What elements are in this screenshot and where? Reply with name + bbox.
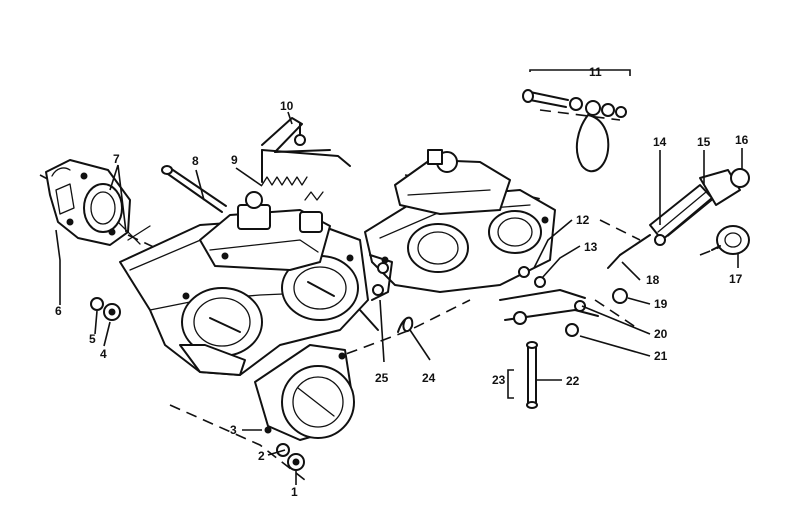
callout-25: 25 [375, 371, 389, 385]
intake-flange-6 [45, 159, 151, 246]
callout-16: 16 [735, 133, 749, 147]
callout-14: 14 [653, 135, 667, 149]
end-cap-17 [711, 225, 750, 255]
callout-8: 8 [192, 154, 199, 168]
linkage-arm-19-21 [499, 288, 628, 337]
callout-1: 1 [291, 485, 298, 499]
callout-5: 5 [89, 332, 96, 346]
callout-9: 9 [231, 153, 238, 167]
callout-20: 20 [654, 327, 668, 341]
callout-22: 22 [566, 374, 580, 388]
callout-15: 15 [697, 135, 711, 149]
bolt-lever-11 [522, 89, 627, 173]
throttle-cable-14-15 [607, 168, 750, 269]
callout-24: 24 [422, 371, 436, 385]
linkage-25 [359, 254, 393, 331]
callout-7: 7 [113, 152, 120, 166]
clips-12-13 [518, 266, 546, 288]
callout-2: 2 [258, 449, 265, 463]
float-chamber-cover-left [199, 191, 331, 271]
callout-13: 13 [584, 240, 598, 254]
callout-4: 4 [100, 347, 107, 361]
callout-19: 19 [654, 297, 668, 311]
linkage-bracket-10 [261, 117, 351, 183]
callout-labels: 1 2 3 4 5 6 7 8 9 10 11 12 13 14 15 16 1… [55, 65, 749, 499]
callout-23: 23 [492, 373, 506, 387]
stud-8 [161, 165, 227, 213]
nut-washer-1-2 [276, 443, 305, 471]
spring-9 [261, 176, 308, 186]
callout-17: 17 [729, 272, 743, 286]
callout-11: 11 [589, 65, 602, 79]
intake-horn-3 [254, 344, 355, 441]
callout-12: 12 [576, 213, 590, 227]
spring-clip-24 [397, 316, 414, 333]
callout-6: 6 [55, 304, 62, 318]
callout-21: 21 [654, 349, 668, 363]
callout-3: 3 [230, 423, 237, 437]
callout-10: 10 [280, 99, 294, 113]
rod-22-23 [526, 341, 538, 409]
callout-18: 18 [646, 273, 660, 287]
leader-lines [55, 69, 743, 485]
nut-washer-4-5 [90, 297, 121, 321]
carburettor-body-right [364, 149, 556, 293]
